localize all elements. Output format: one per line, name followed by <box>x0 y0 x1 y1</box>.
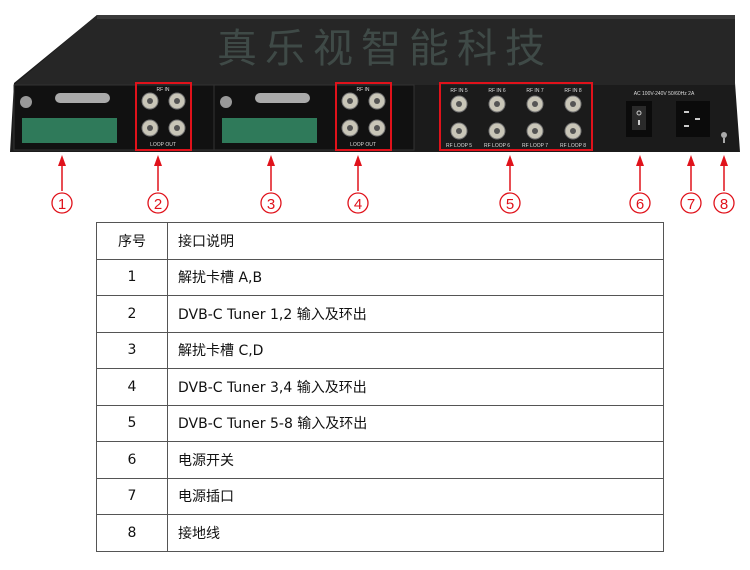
arrow-up-icon <box>154 155 162 166</box>
loop-out-label: LOOP OUT <box>150 142 176 148</box>
watermark-logo: 真乐视智能科技 <box>217 27 553 71</box>
row-index: 6 <box>96 441 168 479</box>
row-index: 4 <box>96 368 168 406</box>
bnc-connector-icon <box>168 119 186 137</box>
bnc-connector-icon <box>450 122 468 140</box>
row-description: 解扰卡槽 C,D <box>167 331 664 369</box>
rf-loop-port-label: RF LOOP 6 <box>484 143 510 149</box>
row-index: 5 <box>96 404 168 442</box>
rf-in-label: RF IN <box>156 87 169 93</box>
bnc-connector-icon <box>564 95 582 113</box>
highlight-box-4 <box>335 82 392 151</box>
row-description: 解扰卡槽 A,B <box>167 258 664 296</box>
bnc-connector-icon <box>526 95 544 113</box>
row-description: 电源插口 <box>167 477 664 515</box>
highlight-box-2 <box>135 82 192 151</box>
row-index: 3 <box>96 331 168 369</box>
callout-7: 7 <box>680 155 702 214</box>
row-description: DVB-C Tuner 1,2 输入及环出 <box>167 295 664 333</box>
rf-in-port-label: RF IN 7 <box>526 88 543 94</box>
arrow-up-icon <box>267 155 275 166</box>
header-description: 接口说明 <box>167 222 664 260</box>
callout-1: 1 <box>51 155 73 214</box>
highlight-box-5 <box>439 82 593 151</box>
card-slot-cd <box>213 84 415 151</box>
row-description: 电源开关 <box>167 441 664 479</box>
rf-in-port-label: RF IN 5 <box>450 88 467 94</box>
row-index: 2 <box>96 295 168 333</box>
bnc-connector-icon <box>488 122 506 140</box>
rf-in-port-label: RF IN 6 <box>488 88 505 94</box>
bnc-connector-icon <box>488 95 506 113</box>
row-index: 1 <box>96 258 168 296</box>
rf-loop-port-label: RF LOOP 5 <box>446 143 472 149</box>
callout-4: 4 <box>347 155 369 214</box>
callout-8: 8 <box>713 155 735 214</box>
rf-in-port-label: RF IN 8 <box>564 88 581 94</box>
bnc-connector-icon <box>564 122 582 140</box>
row-description: 接地线 <box>167 514 664 552</box>
callout-5: 5 <box>499 155 521 214</box>
bnc-connector-icon <box>450 95 468 113</box>
table-header-row: 序号 接口说明 <box>96 222 664 260</box>
arrow-up-icon <box>354 155 362 166</box>
svg-text:7: 7 <box>687 196 695 213</box>
arrow-up-icon <box>506 155 514 166</box>
card-slot-ab <box>13 84 215 151</box>
callout-6: 6 <box>629 155 651 214</box>
callout-2: 2 <box>147 155 169 214</box>
bnc-connector-icon <box>526 122 544 140</box>
row-description: DVB-C Tuner 5-8 输入及环出 <box>167 404 664 442</box>
bnc-connector-icon <box>141 92 159 110</box>
loop-out-label: LOOP OUT <box>350 142 376 148</box>
arrow-up-icon <box>58 155 66 166</box>
row-index: 8 <box>96 514 168 552</box>
row-index: 7 <box>96 477 168 515</box>
rf-in-label: RF IN <box>356 87 369 93</box>
power-switch <box>626 101 652 137</box>
svg-text:3: 3 <box>267 196 275 213</box>
rf-loop-port-label: RF LOOP 7 <box>522 143 548 149</box>
svg-text:2: 2 <box>154 196 162 213</box>
callout-3: 3 <box>260 155 282 214</box>
ground-terminal <box>721 132 727 143</box>
arrow-up-icon <box>636 155 644 166</box>
rf-loop-port-label: RF LOOP 8 <box>560 143 586 149</box>
bnc-connector-icon <box>368 119 386 137</box>
bnc-connector-icon <box>368 92 386 110</box>
bnc-connector-icon <box>341 119 359 137</box>
svg-text:8: 8 <box>720 196 728 213</box>
svg-text:1: 1 <box>58 196 66 213</box>
arrow-up-icon <box>720 155 728 166</box>
header-index: 序号 <box>96 222 168 260</box>
row-description: DVB-C Tuner 3,4 输入及环出 <box>167 368 664 406</box>
power-socket <box>676 101 710 137</box>
device-rear-panel: 真乐视智能科技 RF IN LOOP OUT RF IN LOOP OUT RF… <box>10 15 740 214</box>
bnc-connector-icon <box>341 92 359 110</box>
svg-text:4: 4 <box>354 196 362 213</box>
svg-text:6: 6 <box>636 196 644 213</box>
arrow-up-icon <box>687 155 695 166</box>
svg-text:5: 5 <box>506 196 514 213</box>
bnc-connector-icon <box>141 119 159 137</box>
power-rating-label: AC 100V-240V 50/60Hz 2A <box>634 91 695 97</box>
bnc-connector-icon <box>168 92 186 110</box>
